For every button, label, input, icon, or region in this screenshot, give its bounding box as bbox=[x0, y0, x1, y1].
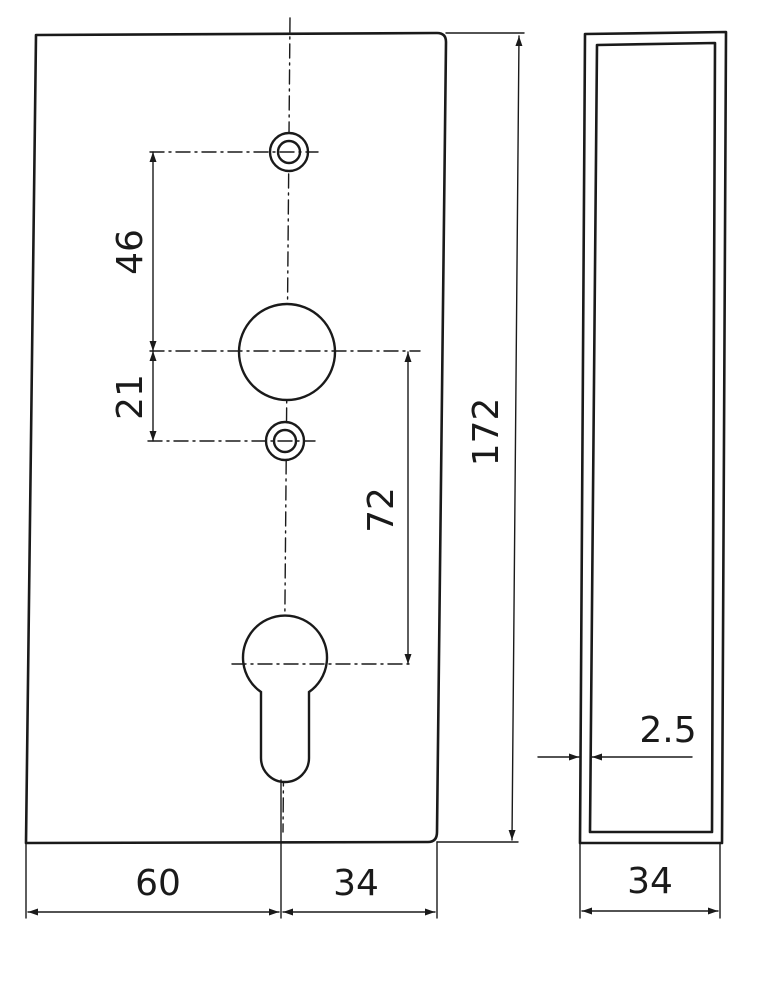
dim-172-label: 172 bbox=[466, 398, 507, 467]
plate-outline bbox=[24, 31, 448, 845]
dim-60-label: 60 bbox=[135, 863, 181, 904]
dim-46-label: 46 bbox=[110, 229, 151, 275]
side-view: 2.5 34 bbox=[537, 30, 728, 919]
profile-outer bbox=[578, 30, 728, 845]
dim-34-front-label: 34 bbox=[333, 863, 379, 904]
dim-72-label: 72 bbox=[361, 487, 402, 533]
dim-172-line bbox=[508, 35, 523, 841]
profile-inner bbox=[588, 41, 717, 834]
dim-21-label: 21 bbox=[110, 374, 151, 420]
dim-34-side-label: 34 bbox=[627, 861, 673, 902]
dim-2-5-label: 2.5 bbox=[639, 710, 696, 751]
knob-hole bbox=[237, 302, 337, 402]
cylinder-keyhole bbox=[241, 614, 329, 784]
front-view: 46 21 72 172 60 34 bbox=[24, 17, 525, 919]
